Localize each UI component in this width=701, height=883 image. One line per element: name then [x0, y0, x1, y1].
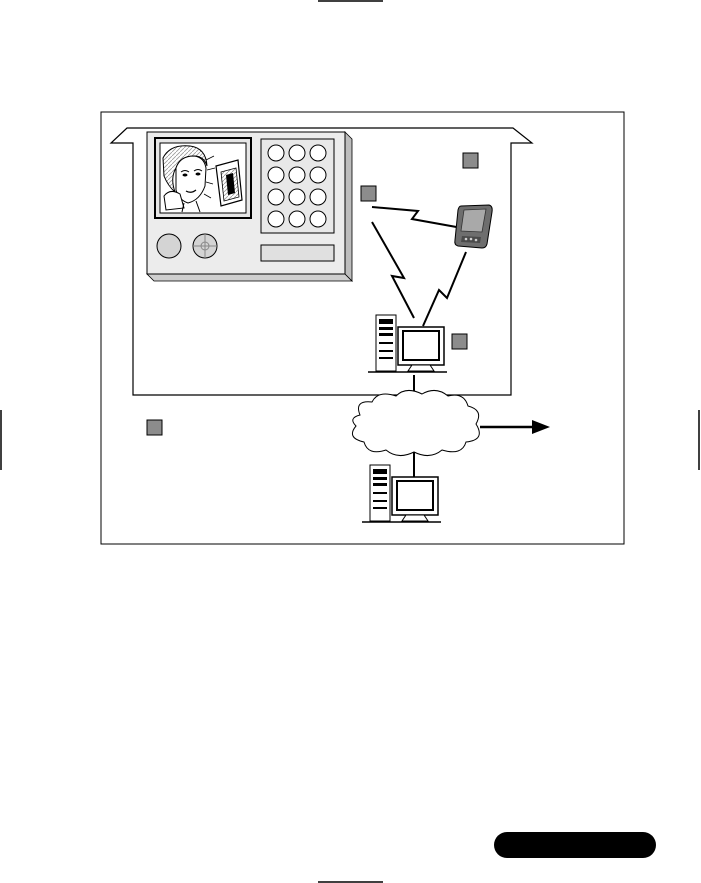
figure-frame	[100, 111, 625, 545]
page-tab	[494, 832, 656, 858]
control-panel	[146, 131, 353, 282]
display-strip	[260, 244, 335, 262]
keypad-icon	[260, 138, 335, 234]
pda-icon	[454, 204, 493, 249]
arrow-right-icon	[480, 420, 550, 434]
desktop-computer-icon	[368, 314, 447, 373]
marker-outside	[146, 419, 163, 436]
speaker-icon	[156, 233, 182, 259]
knob-icon	[192, 233, 218, 259]
marker-local-computer	[451, 333, 468, 350]
site-enclosure	[109, 127, 534, 396]
lightning-link-icon	[371, 206, 467, 327]
network-cloud-icon	[351, 390, 480, 456]
marker-panel	[360, 185, 377, 202]
video-display-icon	[154, 137, 252, 219]
remote-computer-icon	[362, 464, 441, 523]
marker-pda	[462, 152, 479, 169]
